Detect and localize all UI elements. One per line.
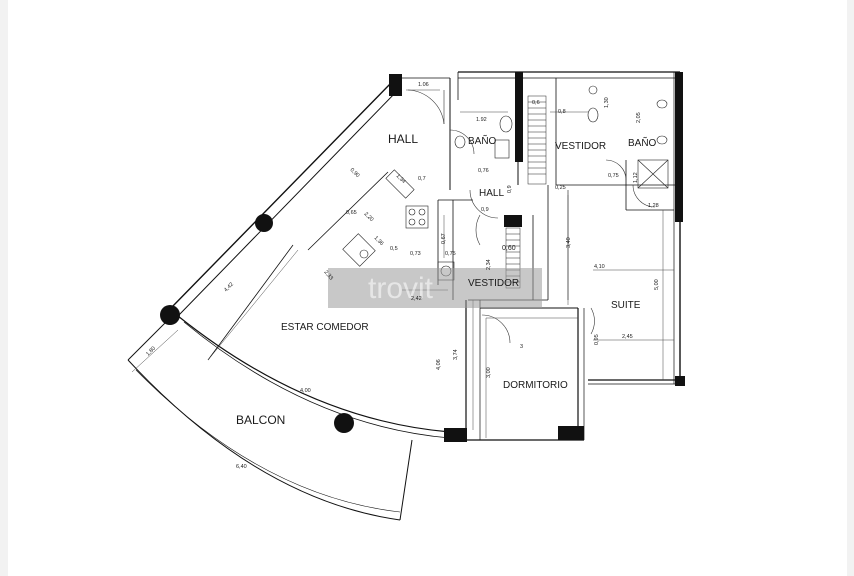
dim-label: 0,25 (555, 185, 566, 191)
dim-label: 0,9 (507, 185, 513, 193)
dim-label: 5,00 (654, 279, 660, 290)
sink-icon-2 (656, 99, 668, 109)
dim-label: 0,90 (349, 167, 361, 179)
dim-label: 3,40 (566, 237, 572, 248)
dim-label: 1.06 (418, 82, 429, 88)
room-label-vestidor-2: VESTIDOR (468, 278, 519, 289)
dim-label: 4,42 (223, 282, 235, 294)
floor-plan: trovit HALL BAÑO VESTIDOR BAÑO HALL VEST… (127, 71, 685, 521)
dim-label: 0,8 (558, 109, 566, 115)
dim-label: 0,75 (608, 173, 619, 179)
bidet-icon (588, 85, 598, 95)
dim-label: 1,36 (373, 235, 385, 247)
dim-label: 0,65 (346, 210, 357, 216)
dim-label: 1.92 (476, 117, 487, 123)
room-label-bano-2: BAÑO (628, 136, 657, 149)
dim-label: 2,20 (363, 211, 375, 223)
room-label-hall-2: HALL (479, 188, 504, 199)
wall-northwest (170, 81, 393, 309)
column-bottom-right (558, 426, 584, 440)
dim-label: 2,05 (636, 112, 642, 123)
column-right (675, 72, 683, 222)
round-column-3 (334, 413, 354, 433)
shower-icon (494, 139, 510, 159)
shower-icon-2 (637, 159, 669, 189)
sink-icon-3 (656, 135, 668, 145)
room-label-vestidor-1: VESTIDOR (555, 141, 606, 152)
room-label-dormitorio: DORMITORIO (503, 380, 568, 391)
dim-label: 0,7 (418, 176, 426, 182)
dim-label: 1,28 (648, 203, 659, 209)
dim-label: 2,34 (486, 259, 492, 270)
room-label-suite: SUITE (611, 300, 641, 311)
column-top-left (389, 74, 402, 96)
dim-label: 0,75 (445, 251, 456, 257)
dimension-labels: 1.06 1.92 0,76 0,6 0,8 1,30 2,05 0,75 1,… (145, 82, 660, 470)
dim-label: 3,00 (486, 367, 492, 378)
watermark-banner (328, 268, 542, 308)
room-labels: HALL BAÑO VESTIDOR BAÑO HALL VESTIDOR SU… (236, 132, 657, 427)
dim-label: 1,34 (395, 173, 407, 185)
dim-label: 4,00 (300, 388, 311, 394)
wall-northwest-inner (177, 89, 399, 317)
plan-sheet: trovit HALL BAÑO VESTIDOR BAÑO HALL VEST… (8, 0, 847, 576)
dim-label: 0,9 (481, 207, 489, 213)
door-hall-entry (407, 89, 445, 125)
dim-label: 0,5 (390, 246, 398, 252)
dim-label: 1,30 (604, 97, 610, 108)
kitchen-fixtures (342, 169, 455, 281)
sink-icon (454, 135, 466, 149)
dim-label: 0,67 (441, 233, 447, 244)
toilet-icon (499, 115, 513, 133)
dim-label: 2,42 (411, 296, 422, 302)
column-vestidor (515, 72, 523, 162)
dim-label: 6,40 (236, 464, 247, 470)
door-swings (407, 89, 656, 344)
dim-label: 0,73 (410, 251, 421, 257)
dim-label: 1,80 (145, 346, 157, 358)
dim-label: 0,95 (594, 334, 600, 345)
dim-label: 0,76 (478, 168, 489, 174)
structural-columns (160, 72, 685, 442)
column-center (504, 215, 522, 227)
dim-label: 2,45 (622, 334, 633, 340)
cooktop-icon (405, 205, 429, 229)
dim-label: 3 (520, 344, 523, 350)
dim-label: 1,12 (633, 172, 639, 183)
kitchen-sink-icon (342, 233, 376, 267)
dim-label: 4,10 (594, 264, 605, 270)
column-bottom-mid (444, 428, 467, 442)
toilet-icon-2 (587, 107, 599, 123)
room-label-hall: HALL (388, 132, 418, 146)
room-label-estar-comedor: ESTAR COMEDOR (281, 322, 369, 333)
dim-label: 2,33 (322, 269, 333, 281)
bathroom-fixtures (454, 85, 669, 189)
dim-label: 4,06 (436, 359, 442, 370)
column-corner (675, 376, 685, 386)
round-column-1 (255, 214, 273, 232)
watermark-text: trovit (368, 272, 434, 305)
round-column-2 (160, 305, 180, 325)
room-label-balcon: BALCON (236, 413, 285, 427)
dim-label: 3,74 (453, 349, 459, 360)
dim-label: 0,6 (532, 100, 540, 106)
counter-icon (385, 169, 415, 199)
room-label-bano-1: BAÑO (468, 134, 497, 147)
dim-label: 0,60 (502, 245, 516, 252)
